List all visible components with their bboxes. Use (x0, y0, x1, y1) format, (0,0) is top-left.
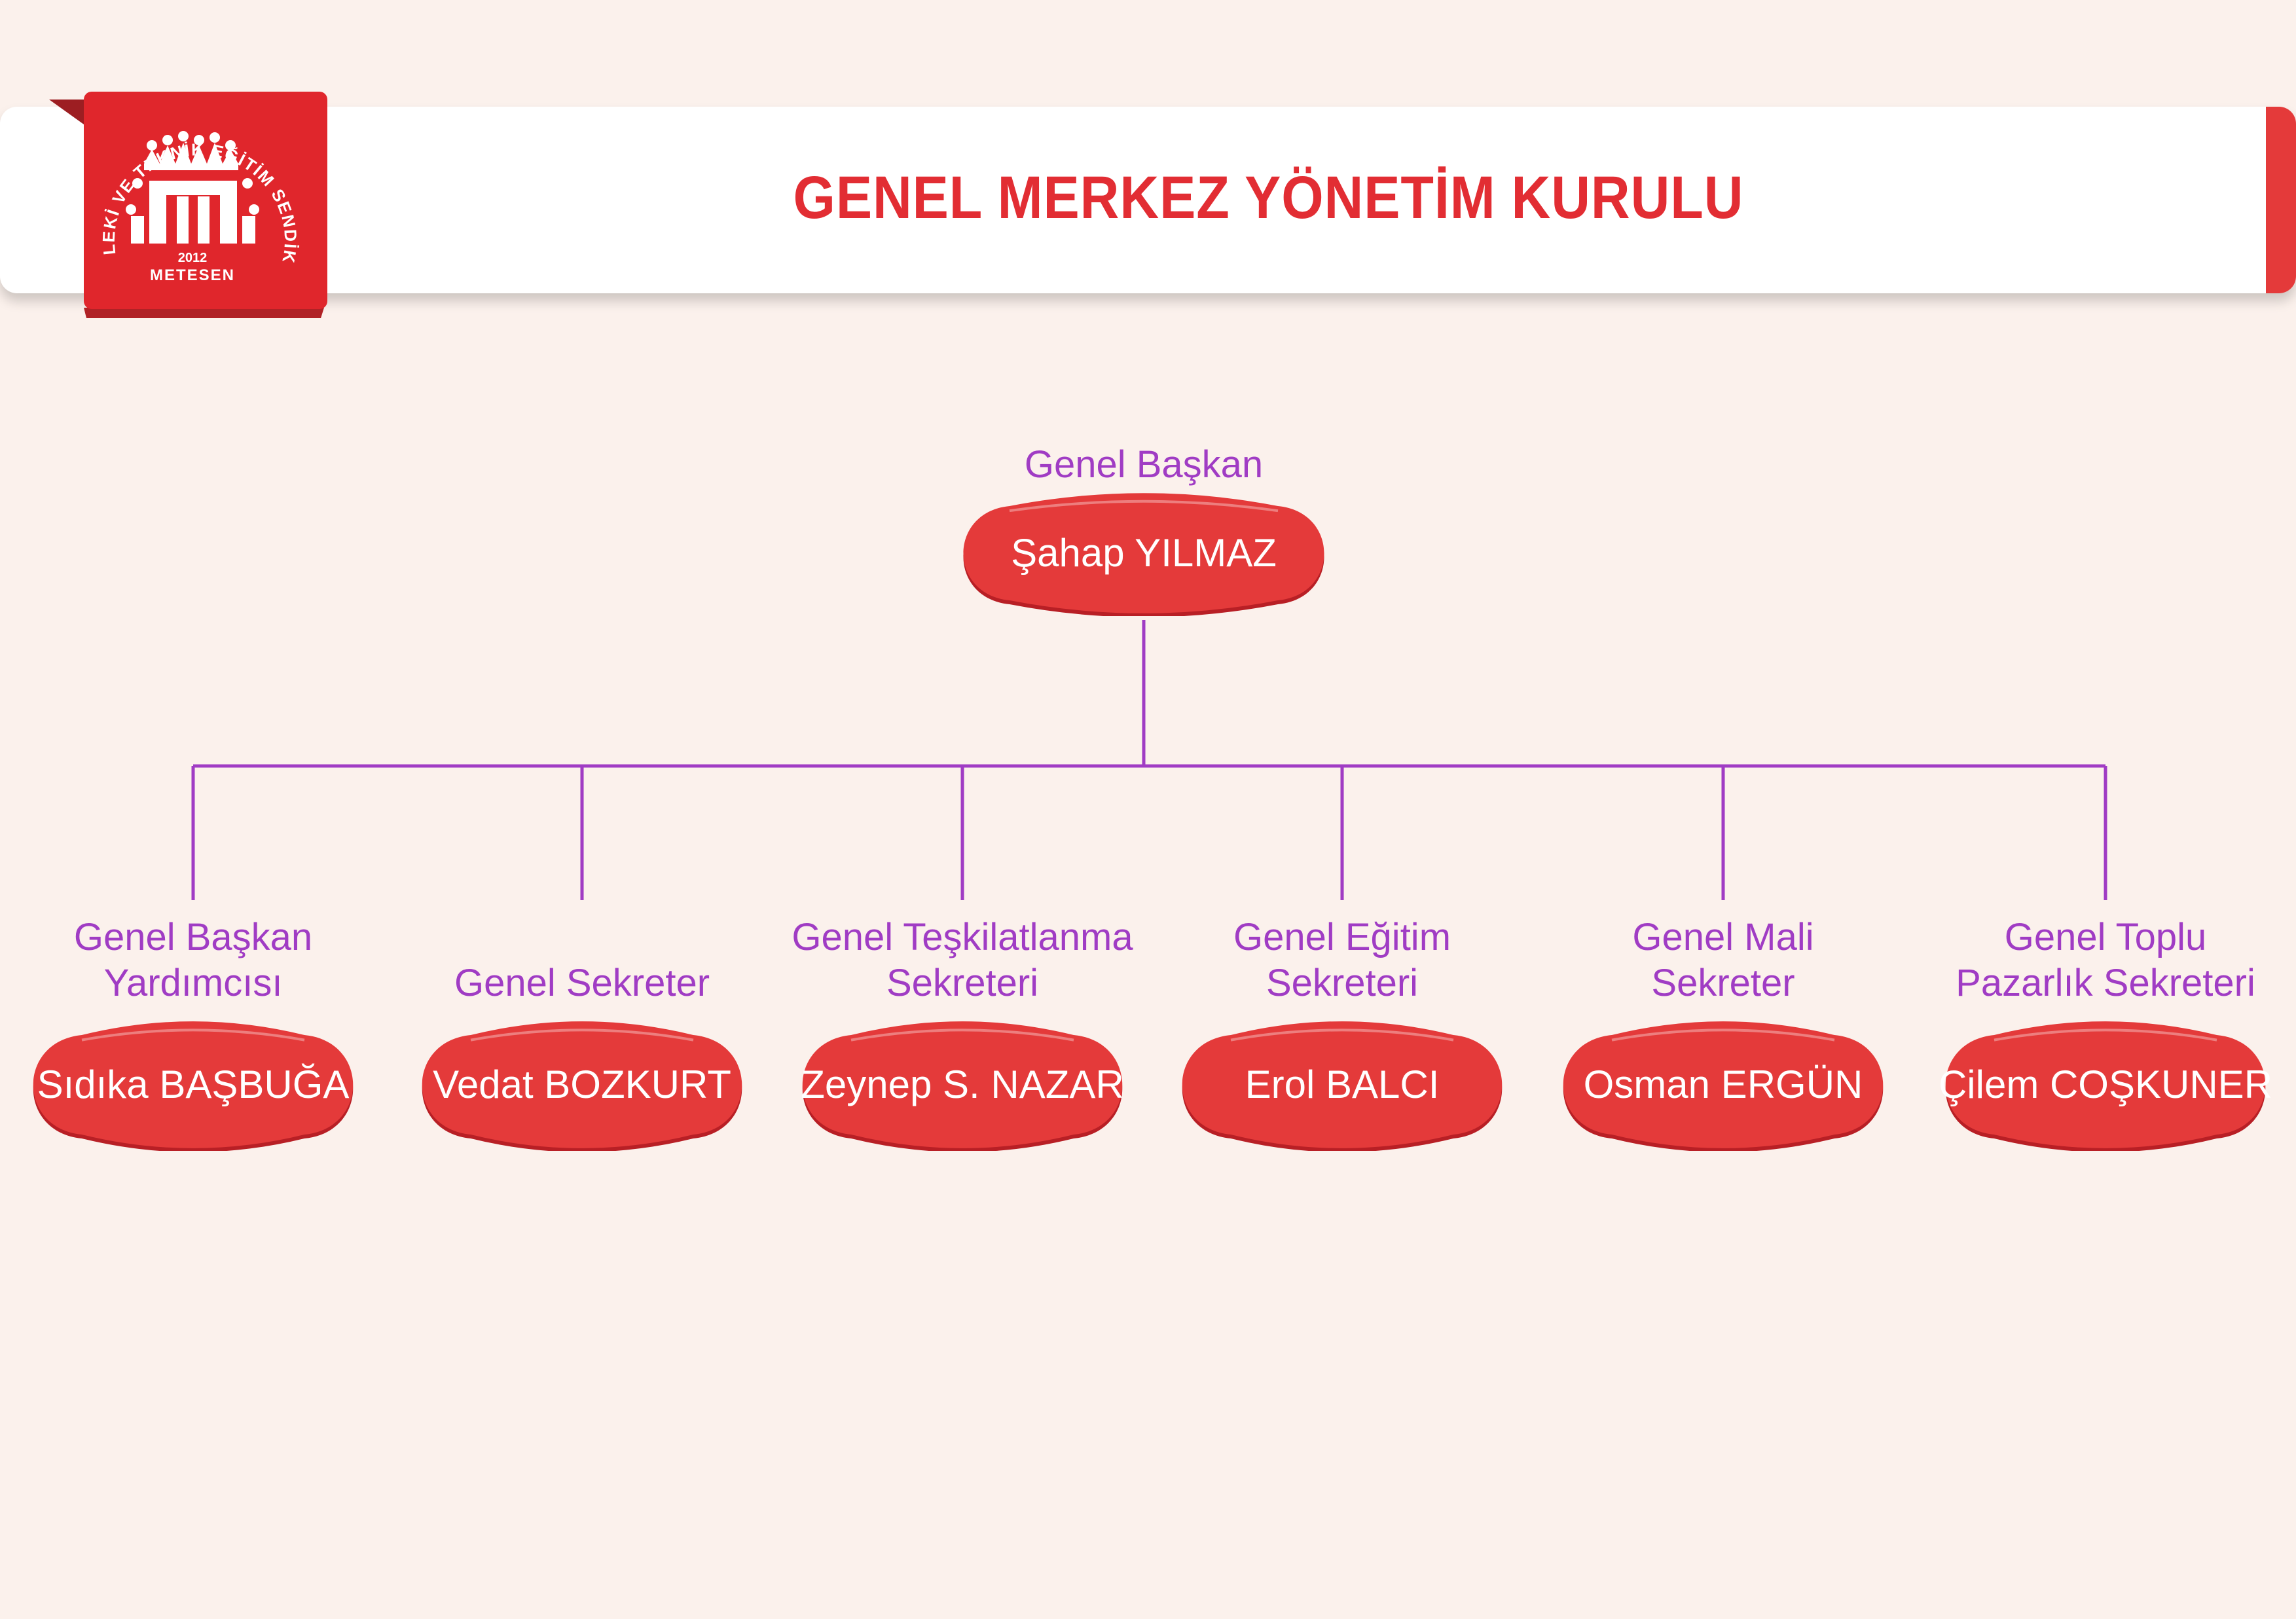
member-name-box (1182, 1021, 1503, 1151)
name-box-shape (33, 1021, 354, 1148)
name-box-highlight (1611, 1028, 1835, 1042)
head-name: Şahap YILMAZ (1011, 531, 1277, 575)
title-banner (0, 107, 2296, 293)
member-role-line: Yardımcısı (103, 962, 283, 1004)
member-role-line: Genel Teşkilatlanma (792, 916, 1133, 958)
member-name-box (1945, 1021, 2266, 1151)
member-role-line: Genel Başkan (73, 916, 313, 958)
member-name-box (422, 1021, 742, 1151)
name-box-highlight (81, 1028, 305, 1042)
name-box-shape (422, 1021, 742, 1148)
banner-red-tab (2266, 107, 2296, 293)
name-box-shape (1945, 1021, 2266, 1148)
name-box-highlight (850, 1028, 1074, 1042)
logo-ribbon-fold-icon (49, 100, 84, 124)
head-name-box (963, 493, 1324, 616)
member-name-box (802, 1021, 1123, 1151)
member-name: Sıdıka BAŞBUĞA (37, 1063, 350, 1106)
name-box-highlight (470, 1028, 694, 1042)
name-box-shape (963, 493, 1324, 613)
member-name: Çilem COŞKUNER (1938, 1063, 2273, 1106)
logo-year: 2012 (178, 251, 208, 265)
member-name: Erol BALCI (1245, 1063, 1440, 1106)
member-name: Osman ERGÜN (1583, 1063, 1863, 1106)
logo-ribbon-bottom-icon (84, 308, 324, 318)
member-role-line: Genel Toplu (2004, 916, 2207, 958)
member-role-line: Sekreteri (886, 962, 1039, 1004)
member-role-line: Genel Mali (1632, 916, 1814, 958)
logo-sunburst-icon (126, 131, 259, 215)
name-box-highlight (1230, 1028, 1454, 1042)
member-name-box (1563, 1021, 1884, 1151)
member-role-line: Genel Eğitim (1233, 916, 1451, 958)
member-role-line: Pazarlık Sekreteri (1956, 962, 2255, 1004)
member-role-line: Sekreteri (1266, 962, 1419, 1004)
name-box-shape (1563, 1021, 1884, 1148)
member-name-box (33, 1021, 354, 1151)
head-role: Genel Başkan (1024, 443, 1264, 486)
member-name: Zeynep S. NAZAR (801, 1063, 1124, 1106)
member-name: Vedat BOZKURT (433, 1063, 731, 1106)
member-role-line: Genel Sekreter (454, 962, 710, 1004)
name-box-shape (802, 1021, 1123, 1148)
name-box-highlight (1994, 1028, 2217, 1042)
member-role: Genel Sekreter (366, 960, 798, 1006)
name-box-highlight (1009, 500, 1279, 513)
metesen-logo: MESLEKİ VE TEKNİK EĞİTİM SENDİKASI 2012 … (39, 85, 327, 318)
member-role-line: Sekreter (1651, 962, 1795, 1004)
name-box-shape (1182, 1021, 1503, 1148)
page-title: GENEL MERKEZ YÖNETİM KURULU (793, 164, 1744, 231)
logo-brand: METESEN (150, 266, 235, 284)
logo-gate-icon (131, 181, 255, 244)
